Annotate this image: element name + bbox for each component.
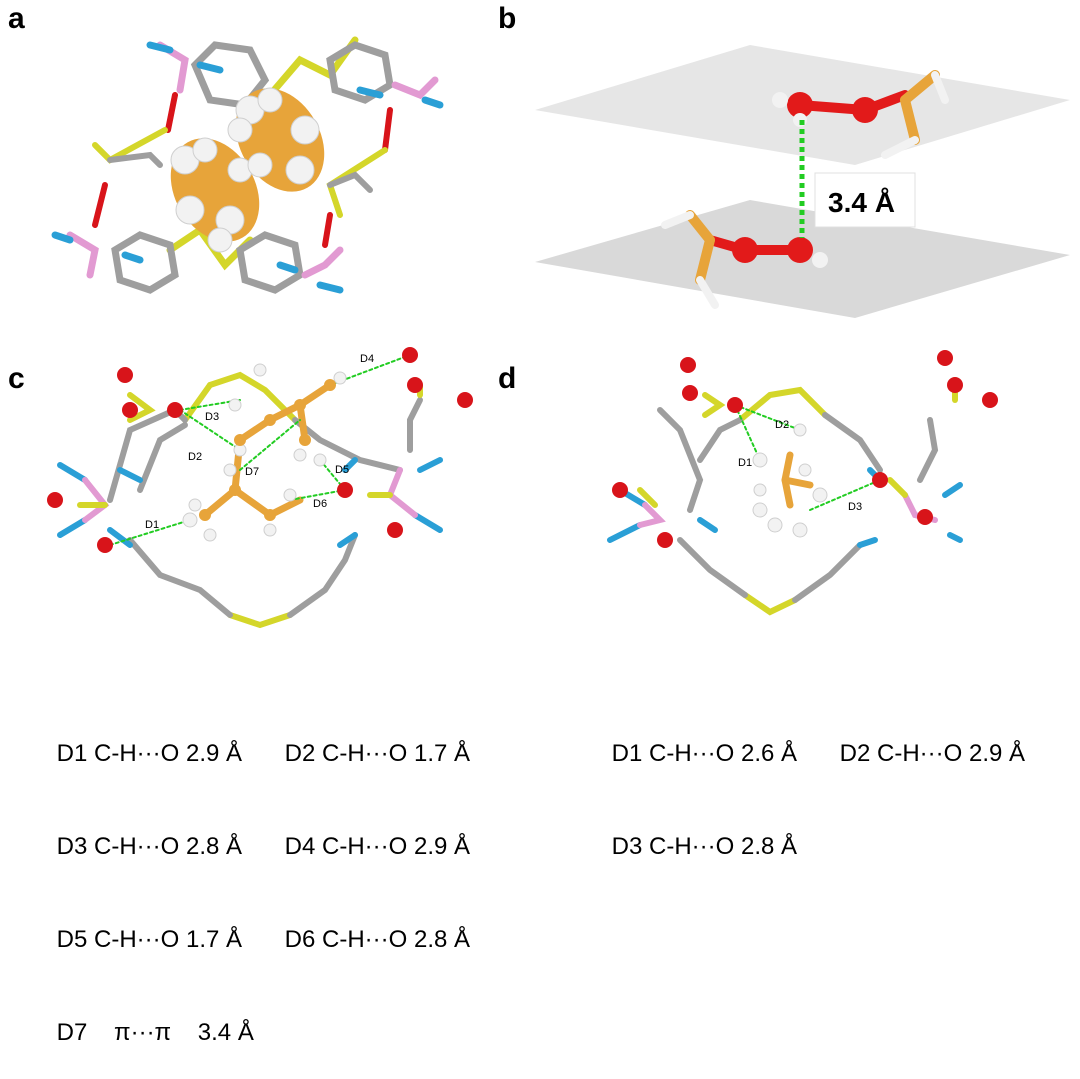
legend-row: D5 C-H···O 1.7 Å D6 C-H···O 2.8 Å [30,893,470,953]
legend-entry: D3 C-H···O 2.8 Å [611,833,798,860]
bond-label-d2: D2 [775,419,789,431]
panel-label-d: d [498,362,517,395]
bond-label-d1: D1 [145,519,159,531]
legend-entry: D2 C-H···O 1.7 Å [284,740,471,767]
panel-label-b: b [498,2,517,35]
legend-row: D3 C-H···O 2.8 Å D4 C-H···O 2.9 Å [30,800,470,860]
legend-entry: D6 C-H···O 2.8 Å [284,926,471,953]
legend-entry: D3 C-H···O 2.8 Å [56,833,243,860]
bond-label-d3: D3 [205,411,219,423]
legend-entry: D4 C-H···O 2.9 Å [284,833,471,860]
legend-entry: D7 π···π 3.4 Å [56,1019,254,1046]
legend-entry: D1 C-H···O 2.6 Å [611,740,798,767]
panel-label-c: c [8,362,25,395]
legend-row: D1 C-H···O 2.9 Å D2 C-H···O 1.7 Å [30,707,470,767]
legend-entry: D5 C-H···O 1.7 Å [56,926,243,953]
legend-entry: D2 C-H···O 2.9 Å [839,740,1026,767]
bond-label-d2: D2 [188,451,202,463]
legend-panel-d: D1 C-H···O 2.6 Å D2 C-H···O 2.9 Å D3 C-H·… [585,645,1025,862]
legend-row: D7 π···π 3.4 Å [30,986,470,1046]
panel-d-structure: D1 D2 D3 [607,350,998,616]
bond-label-d5: D5 [335,464,349,476]
panel-a-structure [51,36,444,294]
legend-row: D1 C-H···O 2.6 Å D2 C-H···O 2.9 Å [585,707,1025,767]
panel-label-a: a [8,2,25,35]
panel-b-planes: 3.4 Å [535,45,1070,318]
panel-c-structure: D1 D2 D3 D4 D5 D6 D7 [47,347,473,629]
bond-label-d3: D3 [848,501,862,513]
legend-row: D3 C-H···O 2.8 Å [585,800,1025,860]
bond-label-d4: D4 [360,353,374,365]
pi-pi-distance-label: 3.4 Å [828,187,895,218]
bond-label-d7: D7 [245,466,259,478]
legend-panel-c: D1 C-H···O 2.9 Å D2 C-H···O 1.7 Å D3 C-H·… [30,645,470,1048]
legend-entry: D1 C-H···O 2.9 Å [56,740,243,767]
bond-label-d6: D6 [313,498,327,510]
bond-label-d1: D1 [738,457,752,469]
